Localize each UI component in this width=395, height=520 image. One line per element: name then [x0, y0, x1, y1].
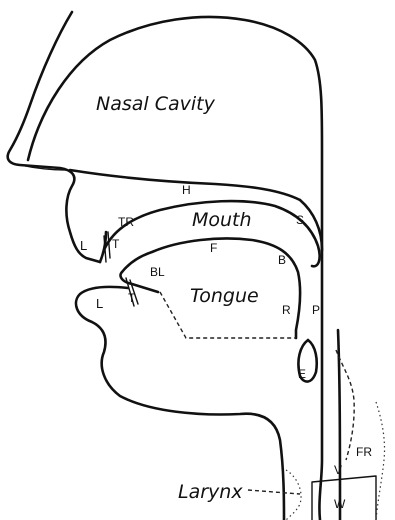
letter-bl: BL: [150, 265, 165, 279]
letter-v: V: [334, 463, 342, 477]
letter-f: F: [210, 241, 217, 255]
letter-s: S: [296, 213, 304, 227]
nasal-cavity-label: Nasal Cavity: [96, 93, 216, 115]
letter-tr: TR: [118, 215, 134, 229]
letter-h: H: [182, 183, 191, 197]
letter-t-lower: T: [128, 291, 136, 305]
face-profile-upper: [8, 12, 100, 262]
letter-r: R: [282, 303, 291, 317]
larynx-dotted: [286, 470, 301, 520]
letter-e: E: [298, 367, 306, 381]
letter-b-tongue: B: [278, 253, 286, 267]
letter-l-upper: L: [80, 238, 87, 253]
larynx-label: Larynx: [178, 481, 243, 503]
letter-p: P: [312, 303, 320, 317]
back-dotted: [376, 402, 385, 520]
letter-l-lower: L: [96, 296, 103, 311]
letter-fr: FR: [356, 445, 372, 459]
tongue-label: Tongue: [190, 285, 259, 307]
letter-w: W: [334, 497, 346, 511]
larynx-pointer: [248, 490, 300, 494]
letter-t-upper: T: [112, 237, 120, 251]
mouth-label: Mouth: [192, 209, 252, 231]
